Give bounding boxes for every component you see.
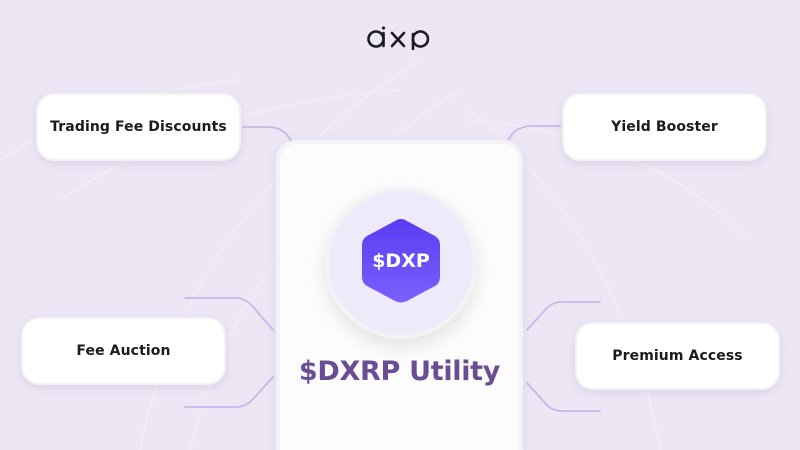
dxp-logo-icon [367,26,430,50]
token-symbol: $DXP [372,250,430,272]
page-title: $DXRP Utility [298,356,501,387]
feature-card-fee-auction: Fee Auction [21,317,226,385]
feature-card-trading-fee-discounts: Trading Fee Discounts [36,93,241,161]
feature-card-yield-booster: Yield Booster [562,93,767,161]
hexagon-token-icon [362,219,440,303]
feature-label: Trading Fee Discounts [50,119,227,135]
feature-label: Fee Auction [76,343,171,359]
feature-label: Premium Access [612,348,743,364]
feature-label: Yield Booster [611,119,718,135]
feature-card-premium-access: Premium Access [575,322,780,390]
